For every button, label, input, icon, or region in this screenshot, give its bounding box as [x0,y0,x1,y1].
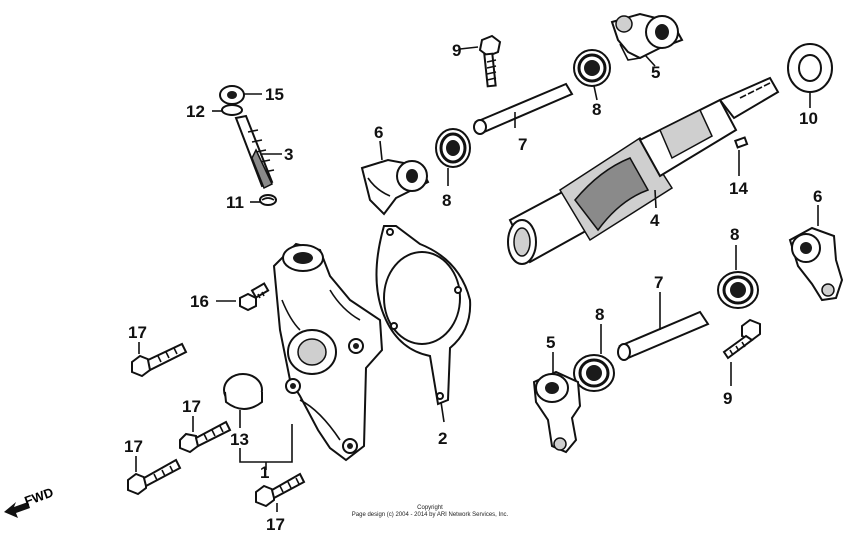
callout-9-lower: 9 [723,389,732,408]
part-17-bolt-c[interactable] [127,458,182,496]
callout-4: 4 [650,211,660,230]
callout-10: 10 [799,109,818,128]
part-17-bolt-b[interactable] [179,420,232,454]
callout-9-top: 9 [452,41,461,60]
part-4-shift-drum[interactable] [507,76,780,265]
callout-12: 12 [186,102,205,121]
callout-8-top: 8 [592,100,601,119]
part-1-gearshift-housing[interactable] [272,242,384,462]
callout-13: 13 [230,430,249,449]
copyright-title: Copyright [417,505,443,511]
copyright-text: Page design (c) 2004 - 2014 by ARI Netwo… [351,512,509,518]
callout-2: 2 [438,429,447,448]
callout-17-c: 17 [124,437,143,456]
copyright-notice: Copyright Page design (c) 2004 - 2014 by… [300,505,560,519]
callout-8-left: 8 [442,191,451,210]
part-14-dowel-pin[interactable] [733,136,749,149]
part-7-shift-fork-shaft-top[interactable] [473,82,574,135]
part-12-washer[interactable] [221,104,243,116]
callout-17-b: 17 [182,397,201,416]
part-9-bolt-lower[interactable] [722,318,761,360]
fwd-label: FWD [22,485,55,509]
callout-3: 3 [284,145,293,164]
part-2-gasket[interactable] [375,225,472,406]
part-5-lower-shift-fork[interactable] [532,370,582,454]
callout-5-lower: 5 [546,333,555,352]
callout-11: 11 [226,193,244,212]
part-6-lower-shift-fork[interactable] [788,226,844,302]
callout-15: 15 [265,85,284,104]
part-8-spring-right[interactable] [717,271,759,309]
part-10-washer[interactable] [787,43,833,93]
callout-17-a: 17 [128,323,147,342]
part-17-bolt-a[interactable] [131,342,188,378]
callout-16: 16 [190,292,209,311]
callout-1: 1 [260,463,269,482]
part-11-clip[interactable] [259,194,277,206]
part-6-upper-shift-fork[interactable] [360,158,430,216]
part-8-spring-left[interactable] [435,128,471,168]
callout-5-top: 5 [651,63,660,82]
callout-7-lower: 7 [654,273,663,292]
fwd-arrow-icon [4,502,30,518]
part-16-bolt[interactable] [239,282,270,312]
callout-8-lower: 8 [595,305,604,324]
part-17-bolt-d[interactable] [255,472,306,508]
part-13-cap[interactable] [223,373,263,410]
part-9-bolt-top[interactable] [478,34,502,88]
part-15-nut[interactable] [219,85,245,105]
callout-6-right: 6 [813,187,822,206]
part-7-shift-fork-shaft-lower[interactable] [617,310,710,361]
callout-6-top: 6 [374,123,383,142]
part-3-shift-spindle[interactable] [234,114,275,190]
callout-7-top: 7 [518,135,527,154]
part-8-spring-lower[interactable] [573,354,615,392]
callout-17-d: 17 [266,515,285,534]
forward-direction-indicator: FWD [4,485,55,518]
part-8-spring-top[interactable] [573,49,611,87]
callout-8-right: 8 [730,225,739,244]
part-5-upper-shift-fork[interactable] [610,12,684,61]
callout-14: 14 [729,179,748,198]
